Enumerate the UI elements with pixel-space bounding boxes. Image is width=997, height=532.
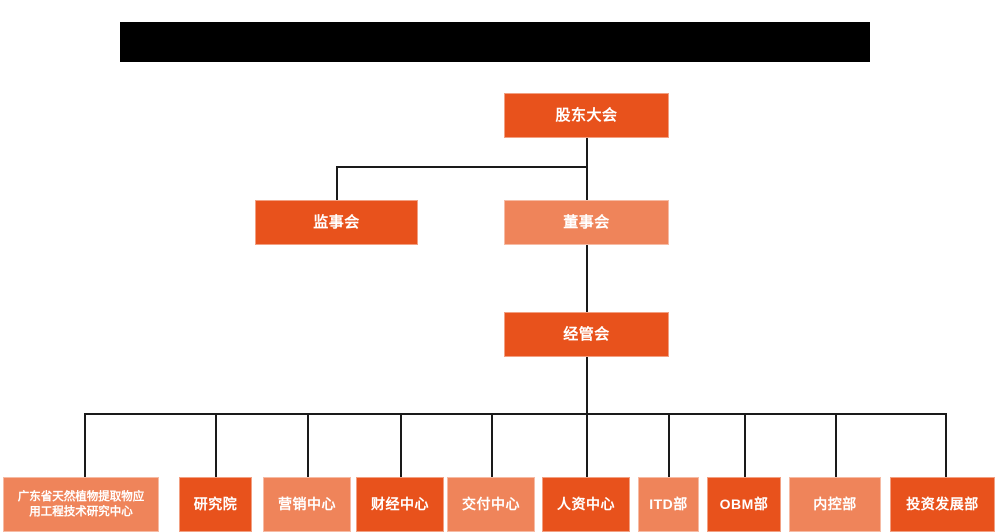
connector-to-marketing xyxy=(307,413,309,478)
connector-departments-bus xyxy=(84,413,946,415)
node-investment-development-department[interactable]: 投资发展部 xyxy=(890,477,995,532)
node-hr-center[interactable]: 人资中心 xyxy=(542,477,630,532)
connector-shareholders-down xyxy=(586,138,588,167)
redacted-title-bar xyxy=(120,22,870,62)
connector-to-supervisors xyxy=(336,166,338,200)
node-delivery-center-label: 交付中心 xyxy=(462,495,520,512)
node-guangdong-research-center-line2: 用工程技术研究中心 xyxy=(29,505,133,518)
node-internal-control-department-label: 内控部 xyxy=(813,495,857,512)
connector-to-institute xyxy=(215,413,217,478)
node-hr-center-label: 人资中心 xyxy=(557,495,615,512)
connector-to-hr xyxy=(586,413,588,478)
node-marketing-center-label: 营销中心 xyxy=(278,495,336,512)
node-internal-control-department[interactable]: 内控部 xyxy=(789,477,881,532)
connector-directors-to-management xyxy=(586,245,588,313)
connector-to-internal-control xyxy=(835,413,837,478)
connector-to-delivery xyxy=(491,413,493,478)
connector-to-directors xyxy=(586,166,588,200)
node-board-of-supervisors[interactable]: 监事会 xyxy=(255,200,418,245)
node-guangdong-research-center-label: 广东省天然植物提取物应用工程技术研究中心 xyxy=(14,490,149,519)
node-marketing-center[interactable]: 营销中心 xyxy=(263,477,351,532)
node-board-of-supervisors-label: 监事会 xyxy=(313,213,360,231)
node-obm-department-label: OBM部 xyxy=(719,495,769,512)
node-board-of-directors-label: 董事会 xyxy=(563,213,610,231)
node-delivery-center[interactable]: 交付中心 xyxy=(447,477,535,532)
node-shareholders-meeting-label: 股东大会 xyxy=(555,106,618,124)
node-finance-center-label: 财经中心 xyxy=(371,495,429,512)
node-management-committee[interactable]: 经管会 xyxy=(504,312,669,357)
node-institute[interactable]: 研究院 xyxy=(179,477,252,532)
connector-to-research-center xyxy=(84,413,86,478)
connector-to-finance xyxy=(400,413,402,478)
node-finance-center[interactable]: 财经中心 xyxy=(356,477,444,532)
connector-to-investment xyxy=(945,413,947,478)
connector-to-obm xyxy=(744,413,746,478)
node-itd-department-label: ITD部 xyxy=(649,495,688,512)
node-investment-development-department-label: 投资发展部 xyxy=(906,495,979,512)
node-guangdong-research-center[interactable]: 广东省天然植物提取物应用工程技术研究中心 xyxy=(3,477,159,532)
node-institute-label: 研究院 xyxy=(193,495,238,512)
node-guangdong-research-center-line1: 广东省天然植物提取物应 xyxy=(17,490,145,503)
connector-level2-bus xyxy=(336,166,588,168)
node-shareholders-meeting[interactable]: 股东大会 xyxy=(504,93,669,138)
connector-management-down xyxy=(586,357,588,414)
node-itd-department[interactable]: ITD部 xyxy=(638,477,699,532)
node-obm-department[interactable]: OBM部 xyxy=(707,477,781,532)
node-board-of-directors[interactable]: 董事会 xyxy=(504,200,669,245)
node-management-committee-label: 经管会 xyxy=(563,325,610,343)
connector-to-itd xyxy=(668,413,670,478)
